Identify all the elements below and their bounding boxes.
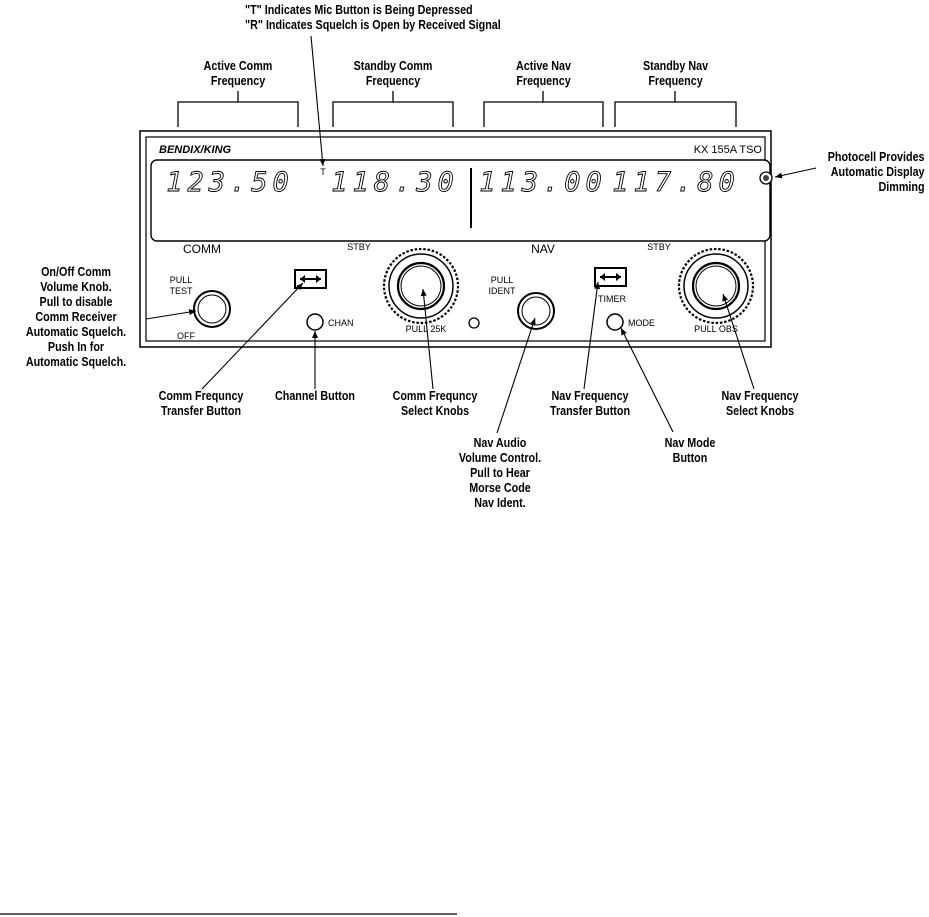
nav-frequency-select-knob[interactable]	[677, 247, 755, 325]
nav-transfer-button[interactable]	[594, 267, 627, 287]
comm-frequency-select-knob[interactable]	[382, 247, 460, 325]
standby-comm-frequency: 118.30	[331, 167, 459, 198]
arrow-right-icon	[616, 273, 621, 281]
standby-nav-frequency: 117.80	[612, 167, 740, 198]
arrow-left-icon	[600, 273, 605, 281]
pull-obs-label: PULL OBS	[694, 324, 738, 334]
pull-test-label-2: TEST	[169, 286, 193, 296]
mode-label: MODE	[628, 318, 655, 328]
center-indicator	[468, 317, 480, 329]
arrow-right-icon	[316, 275, 321, 283]
nav-volume-knob[interactable]	[517, 292, 555, 330]
tx-indicator: T	[320, 167, 326, 177]
photocell-callout: Photocell Provides Automatic Display Dim…	[828, 150, 925, 194]
comm-label: COMM	[183, 242, 221, 256]
pull-ident-label-2: IDENT	[489, 286, 517, 296]
volume-knob-callout: On/Off Comm Volume Knob. Pull to disable…	[25, 265, 127, 369]
stby-nav-label: STBY	[647, 242, 671, 252]
active-nav-frequency: 113.00	[479, 167, 607, 198]
off-label: OFF	[177, 331, 195, 341]
model-label: KX 155A TSO	[694, 144, 763, 156]
photocell-icon	[759, 171, 773, 185]
nav-label: NAV	[531, 242, 555, 256]
frequency-brackets	[177, 91, 737, 127]
channel-button[interactable]	[306, 313, 324, 331]
channel-button-callout: Channel Button	[274, 389, 356, 403]
pull-ident-label-1: PULL	[491, 275, 514, 285]
top-note: "T" Indicates Mic Button is Being Depres…	[245, 3, 501, 32]
arrow-left-icon	[300, 275, 305, 283]
display-window	[150, 159, 771, 242]
stby-comm-label: STBY	[347, 242, 371, 252]
radio-faceplate	[139, 130, 772, 348]
comm-transfer-button[interactable]	[294, 269, 327, 289]
nav-audio-callout: Nav Audio Volume Control. Pull to Hear M…	[458, 436, 542, 510]
leader-lines	[145, 35, 817, 434]
comm-volume-knob[interactable]	[193, 290, 231, 328]
active-comm-frequency: 123.50	[166, 167, 294, 198]
timer-label: TIMER	[598, 294, 626, 304]
mode-button[interactable]	[606, 313, 624, 331]
pull-25k-label: PULL 25K	[406, 324, 447, 334]
chan-label: CHAN	[328, 318, 354, 328]
pull-test-label-1: PULL	[170, 275, 193, 285]
brand-logo: BENDIX/KING	[159, 144, 232, 156]
